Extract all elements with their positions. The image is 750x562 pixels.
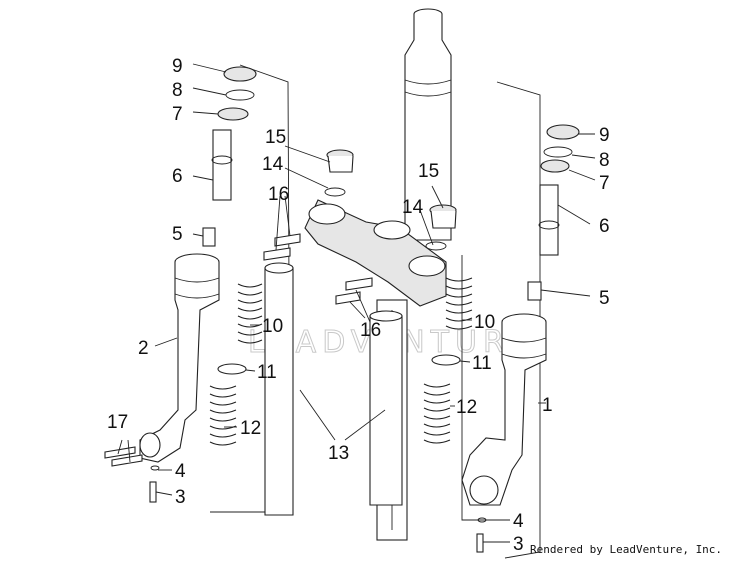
left-cap-stack	[202, 66, 257, 247]
callout-16-bottom: 16	[360, 320, 381, 341]
callout-labels: 9 8 7 6 5 2 10 11 12 13 15 14 16 15 14 1…	[107, 56, 610, 555]
callout-11-right: 11	[472, 353, 492, 374]
callout-14-right: 14	[402, 197, 424, 218]
callout-10-left: 10	[262, 316, 283, 337]
callout-8-left: 8	[172, 80, 183, 101]
callout-2: 2	[138, 338, 149, 359]
callout-15-left: 15	[265, 127, 286, 148]
leader-lines	[117, 63, 596, 543]
callout-5-left: 5	[172, 224, 183, 245]
callout-15-right: 15	[418, 161, 439, 182]
callout-1: 1	[542, 395, 553, 416]
triple-clamp	[304, 199, 447, 307]
right-cap-stack	[527, 124, 580, 301]
callout-16-top: 16	[268, 184, 289, 205]
callout-14-left: 14	[262, 154, 284, 175]
callout-8-right: 8	[599, 150, 610, 171]
callout-11-left: 11	[257, 362, 277, 383]
fork-springs	[209, 277, 473, 446]
callout-9-left: 9	[172, 56, 183, 77]
callout-9-right: 9	[599, 125, 610, 146]
callout-5-right: 5	[599, 288, 610, 309]
callout-7-left: 7	[172, 104, 183, 125]
bolts	[104, 233, 487, 553]
washers	[217, 354, 461, 375]
inner-fork-tubes	[264, 262, 403, 516]
callout-17: 17	[107, 412, 128, 433]
left-fork-slider	[139, 253, 220, 463]
callout-12-right: 12	[456, 397, 477, 418]
bushings-and-clips	[324, 149, 457, 251]
right-fork-slider	[461, 313, 547, 506]
callout-13: 13	[328, 443, 349, 464]
callout-3-left: 3	[175, 487, 186, 508]
callout-3-right: 3	[513, 534, 524, 555]
callout-7-right: 7	[599, 173, 610, 194]
render-credit: Rendered by LeadVenture, Inc.	[530, 543, 722, 556]
callout-6-right: 6	[599, 216, 610, 237]
callout-10-right: 10	[474, 312, 495, 333]
callout-4-left: 4	[175, 461, 186, 482]
callout-6-left: 6	[172, 166, 183, 187]
callout-4-right: 4	[513, 511, 524, 532]
callout-12-left: 12	[240, 418, 261, 439]
